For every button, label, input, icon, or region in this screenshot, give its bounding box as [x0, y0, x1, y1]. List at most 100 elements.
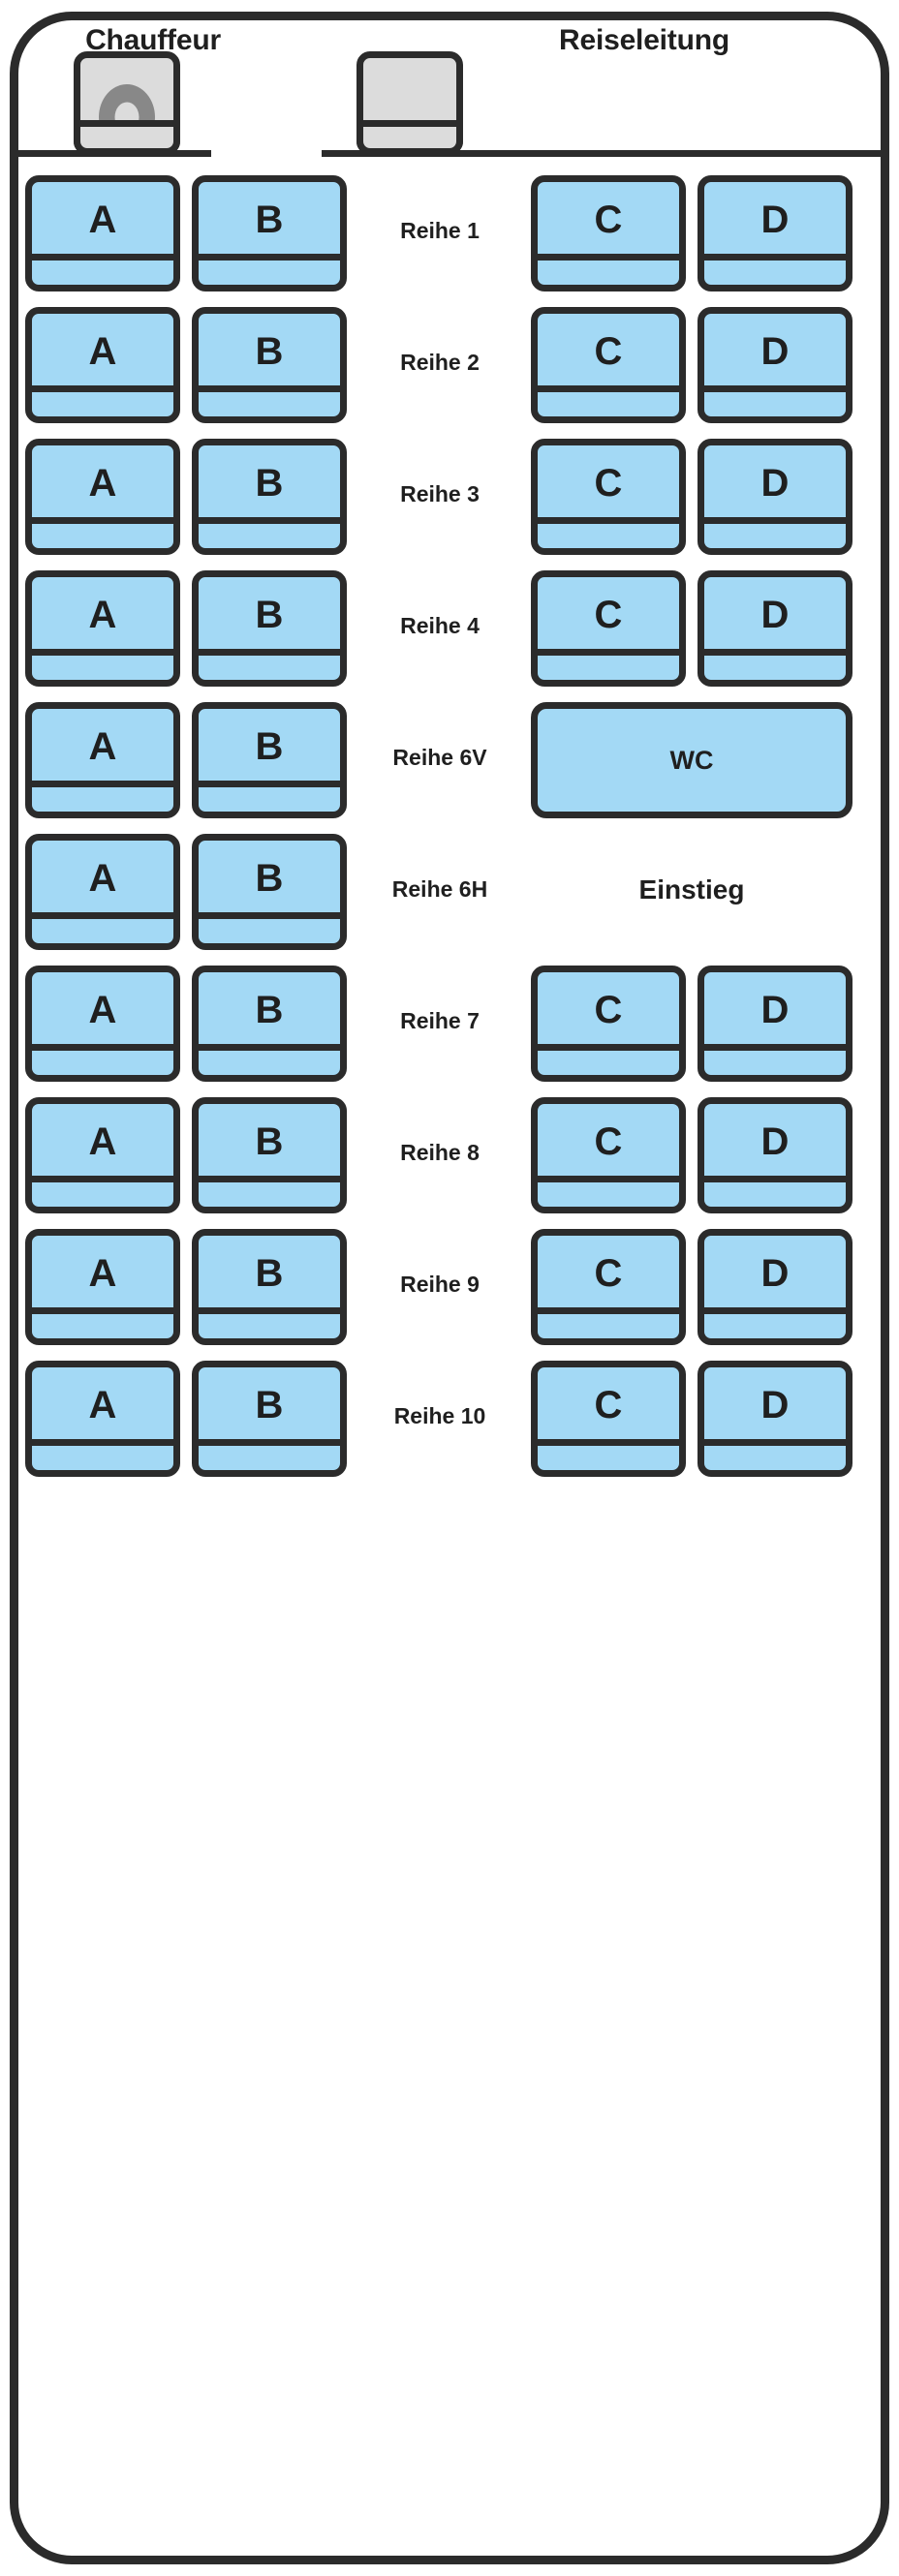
seat-cushion-line — [698, 1439, 852, 1446]
seat-reihe-4-b[interactable]: B — [192, 570, 347, 687]
seat-cushion-line — [25, 912, 180, 919]
seat-letter: D — [760, 989, 790, 1031]
seat-letter: B — [255, 462, 284, 505]
boarding-door-label: Einstieg — [638, 874, 745, 905]
seat-reihe-7-c[interactable]: C — [531, 966, 686, 1082]
seat-reihe-2-a[interactable]: A — [25, 307, 180, 423]
seat-reihe-9-a[interactable]: A — [25, 1229, 180, 1345]
tour-guide-seat[interactable] — [356, 51, 463, 155]
seat-cushion-line — [531, 517, 686, 524]
seat-reihe-1-d[interactable]: D — [698, 175, 852, 291]
seat-reihe-6v-b[interactable]: B — [192, 702, 347, 818]
seat-reihe-4-a[interactable]: A — [25, 570, 180, 687]
row-label: Reihe 7 — [400, 1008, 480, 1033]
seat-reihe-10-d[interactable]: D — [698, 1361, 852, 1477]
row-label: Reihe 1 — [400, 218, 480, 243]
seat-reihe-10-a[interactable]: A — [25, 1361, 180, 1477]
seat-cushion-line — [192, 385, 347, 392]
seat-letter: A — [88, 462, 117, 505]
seat-row: A B Reihe 3 C D — [0, 439, 899, 570]
seat-reihe-6v-a[interactable]: A — [25, 702, 180, 818]
seat-letter: D — [760, 462, 790, 505]
seat-letter: A — [88, 1252, 117, 1295]
seat-reihe-7-a[interactable]: A — [25, 966, 180, 1082]
seat-reihe-8-d[interactable]: D — [698, 1097, 852, 1213]
seat-reihe-3-c[interactable]: C — [531, 439, 686, 555]
seat-letter: B — [255, 330, 284, 373]
seat-reihe-4-c[interactable]: C — [531, 570, 686, 687]
seat-cushion-line — [192, 1176, 347, 1182]
seat-row: A B Reihe 6H Einstieg — [0, 834, 899, 966]
seat-reihe-2-c[interactable]: C — [531, 307, 686, 423]
seat-letter: C — [594, 1120, 623, 1163]
seat-reihe-10-c[interactable]: C — [531, 1361, 686, 1477]
seat-reihe-8-c[interactable]: C — [531, 1097, 686, 1213]
seat-row: A B Reihe 8 C D — [0, 1097, 899, 1229]
seat-letter: D — [760, 1120, 790, 1163]
cockpit-divider-right — [322, 150, 889, 157]
row-label: Reihe 10 — [393, 1403, 486, 1428]
row-label: Reihe 6H — [391, 876, 488, 902]
row-label: Reihe 6V — [392, 745, 487, 770]
tour-guide-label: Reiseleitung — [559, 24, 729, 56]
seat-reihe-8-a[interactable]: A — [25, 1097, 180, 1213]
seat-reihe-7-b[interactable]: B — [192, 966, 347, 1082]
seat-reihe-1-b[interactable]: B — [192, 175, 347, 291]
driver-seat[interactable] — [74, 51, 180, 155]
seat-cushion-line — [531, 385, 686, 392]
seat-letter: B — [255, 1252, 284, 1295]
seat-reihe-3-a[interactable]: A — [25, 439, 180, 555]
seat-letter: B — [255, 1384, 284, 1426]
seat-reihe-9-b[interactable]: B — [192, 1229, 347, 1345]
seat-letter: C — [594, 594, 623, 636]
cockpit-area: Chauffeur Reiseleitung — [0, 0, 899, 281]
seat-reihe-4-d[interactable]: D — [698, 570, 852, 687]
seat-reihe-7-d[interactable]: D — [698, 966, 852, 1082]
seat-cushion-line — [25, 649, 180, 656]
seat-cushion-line — [192, 1307, 347, 1314]
wc-block[interactable]: WC — [531, 702, 852, 818]
seat-reihe-2-b[interactable]: B — [192, 307, 347, 423]
seat-letter: D — [760, 1384, 790, 1426]
seat-cushion-line — [25, 517, 180, 524]
seat-letter: A — [88, 1120, 117, 1163]
seat-cushion-line — [25, 1307, 180, 1314]
seat-letter: B — [255, 199, 284, 241]
seat-cushion-line — [25, 254, 180, 261]
row-label: Reihe 3 — [400, 481, 480, 506]
cockpit-divider-left — [10, 150, 211, 157]
seat-reihe-1-a[interactable]: A — [25, 175, 180, 291]
seat-row: A B Reihe 1 C D — [0, 175, 899, 307]
seat-cushion-line — [25, 1176, 180, 1182]
seat-cushion-line — [698, 254, 852, 261]
seat-cushion-line — [192, 1439, 347, 1446]
seat-cushion-line — [531, 1307, 686, 1314]
seat-reihe-3-d[interactable]: D — [698, 439, 852, 555]
seat-cushion-line — [25, 385, 180, 392]
seat-reihe-1-c[interactable]: C — [531, 175, 686, 291]
seat-letter: D — [760, 1252, 790, 1295]
seat-letter: A — [88, 857, 117, 900]
seat-cushion-line — [192, 517, 347, 524]
seat-reihe-6h-b[interactable]: B — [192, 834, 347, 950]
seat-reihe-9-c[interactable]: C — [531, 1229, 686, 1345]
seat-reihe-9-d[interactable]: D — [698, 1229, 852, 1345]
seat-cushion-line — [698, 385, 852, 392]
seat-letter: A — [88, 989, 117, 1031]
seat-cushion-line — [531, 254, 686, 261]
seat-cushion-line — [531, 1439, 686, 1446]
seat-reihe-10-b[interactable]: B — [192, 1361, 347, 1477]
driver-label: Chauffeur — [85, 24, 221, 56]
seat-reihe-2-d[interactable]: D — [698, 307, 852, 423]
seat-letter: D — [760, 199, 790, 241]
row-label: Reihe 8 — [400, 1140, 480, 1165]
seat-reihe-8-b[interactable]: B — [192, 1097, 347, 1213]
seat-letter: B — [255, 1120, 284, 1163]
seat-reihe-3-b[interactable]: B — [192, 439, 347, 555]
seat-cushion-line — [192, 649, 347, 656]
seat-reihe-6h-a[interactable]: A — [25, 834, 180, 950]
seat-cushion-line — [192, 912, 347, 919]
